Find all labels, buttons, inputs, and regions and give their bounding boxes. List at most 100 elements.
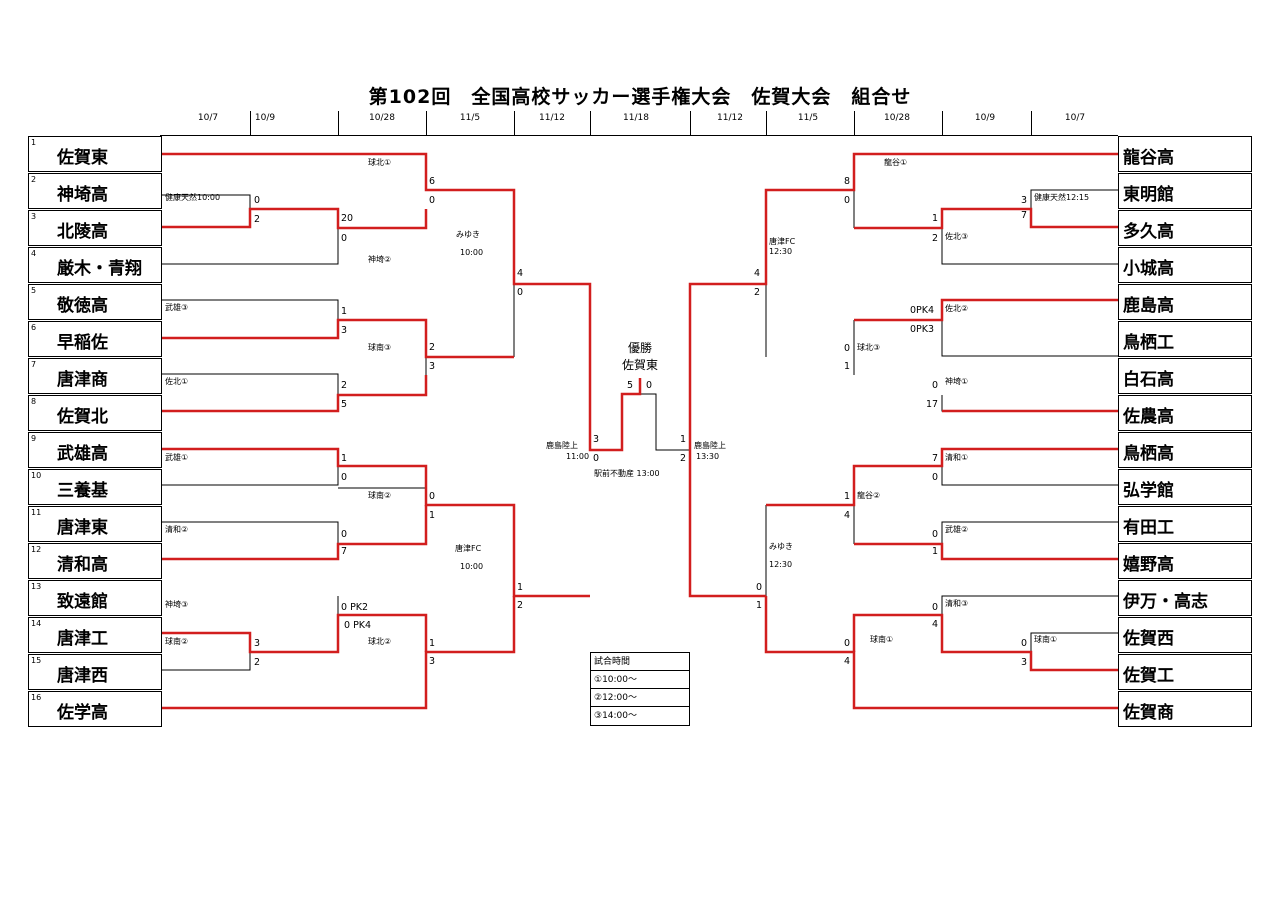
team-name: 東明館 — [1123, 185, 1174, 205]
team-name: 佐賀商 — [1123, 703, 1174, 723]
seed-number: 12 — [31, 545, 42, 554]
score: 0 — [932, 380, 939, 391]
team-name: 唐津西 — [57, 666, 108, 686]
score: 0 — [1021, 638, 1028, 649]
venue-label: みゆき — [769, 542, 793, 551]
venue-label: 健康天然12:15 — [1034, 193, 1090, 202]
score: 2 — [680, 453, 687, 464]
date-label: 11/12 — [717, 113, 743, 123]
team-name: 白石高 — [1123, 370, 1174, 390]
score: 0 — [593, 453, 600, 464]
score: 0 — [341, 472, 348, 483]
seed-number: 2 — [31, 175, 37, 184]
seed-number: 16 — [31, 693, 42, 702]
team-name: 鳥栖工 — [1123, 333, 1174, 353]
team-name: 清和高 — [57, 555, 108, 575]
score: 2 — [254, 214, 261, 225]
venue-label: みゆき — [456, 230, 480, 239]
date-label: 10/7 — [1064, 113, 1086, 123]
team-entry: 佐賀西 — [1118, 617, 1252, 653]
score: 2 — [517, 600, 524, 611]
score: 0 — [932, 529, 939, 540]
venue-label: 神埼② — [368, 255, 392, 264]
team-entry: 有田工 — [1118, 506, 1252, 542]
venue-label: 佐北② — [945, 304, 969, 313]
score: 20 — [341, 213, 354, 224]
date-divider — [854, 111, 855, 135]
venue-label: 鹿島陸上 — [546, 441, 578, 450]
seed-number: 7 — [31, 360, 37, 369]
venue-time: 10:00 — [460, 562, 484, 571]
score: 2 — [932, 233, 939, 244]
venue-label: 武雄① — [165, 453, 189, 462]
venue-label: 武雄② — [945, 525, 969, 534]
team-name: 三養基 — [57, 481, 108, 501]
team-entry: 小城高 — [1118, 247, 1252, 283]
team-entry: 12 清和高 — [28, 543, 162, 579]
score: 7 — [1021, 210, 1028, 221]
date-label: 11/12 — [539, 113, 565, 123]
team-name: 嬉野高 — [1123, 555, 1174, 575]
score: 3 — [429, 361, 436, 372]
score: 4 — [844, 656, 851, 667]
seed-number: 11 — [31, 508, 42, 517]
seed-number: 4 — [31, 249, 37, 258]
venue-label: 龍谷② — [857, 491, 881, 500]
champion-team: 佐賀東 — [621, 358, 658, 372]
venue-label: 佐北① — [165, 377, 189, 386]
score: 3 — [341, 325, 348, 336]
venue-label: 清和① — [945, 453, 969, 462]
team-name: 神埼高 — [57, 185, 108, 205]
team-entry: 鹿島高 — [1118, 284, 1252, 320]
team-name: 唐津商 — [57, 370, 108, 390]
venue-label: 神埼③ — [165, 600, 189, 609]
team-name: 伊万・高志 — [1123, 592, 1208, 612]
score: 2 — [341, 380, 348, 391]
score: 1 — [680, 434, 687, 445]
seed-number: 5 — [31, 286, 37, 295]
venue-label: 武雄③ — [165, 303, 189, 312]
team-name: 致遠館 — [57, 592, 108, 612]
seed-number: 15 — [31, 656, 42, 665]
score: 6 — [429, 176, 436, 187]
team-entry: 多久高 — [1118, 210, 1252, 246]
date-label: 11/18 — [623, 113, 649, 123]
team-entry: 7 唐津商 — [28, 358, 162, 394]
team-name: 弘学館 — [1123, 481, 1174, 501]
score: 0PK3 — [910, 324, 935, 335]
team-name: 厳木・青翔 — [57, 259, 142, 279]
team-entry: 佐農高 — [1118, 395, 1252, 431]
score: 8 — [844, 176, 851, 187]
score: 1 — [429, 510, 436, 521]
score: 0 — [844, 195, 851, 206]
score: 3 — [254, 638, 261, 649]
team-name: 小城高 — [1123, 259, 1174, 279]
score: 3 — [1021, 195, 1028, 206]
match-time-row: ②12:00～ — [591, 689, 689, 707]
team-name: 唐津工 — [57, 629, 108, 649]
team-name: 鹿島高 — [1123, 296, 1174, 316]
venue-label: 球北② — [368, 637, 392, 646]
score: 2 — [429, 342, 436, 353]
venue-label: 清和③ — [945, 599, 969, 608]
date-label: 10/7 — [197, 113, 219, 123]
champion-label: 優勝 — [627, 341, 652, 355]
score: 0 — [341, 233, 348, 244]
team-name: 佐賀東 — [57, 148, 108, 168]
date-label: 10/9 — [974, 113, 996, 123]
team-entry: 2 神埼高 — [28, 173, 162, 209]
date-label: 10/9 — [254, 113, 276, 123]
team-entry: 龍谷高 — [1118, 136, 1252, 172]
date-divider — [426, 111, 427, 135]
score: 0 — [429, 491, 436, 502]
venue-label: 球南② — [165, 637, 189, 646]
